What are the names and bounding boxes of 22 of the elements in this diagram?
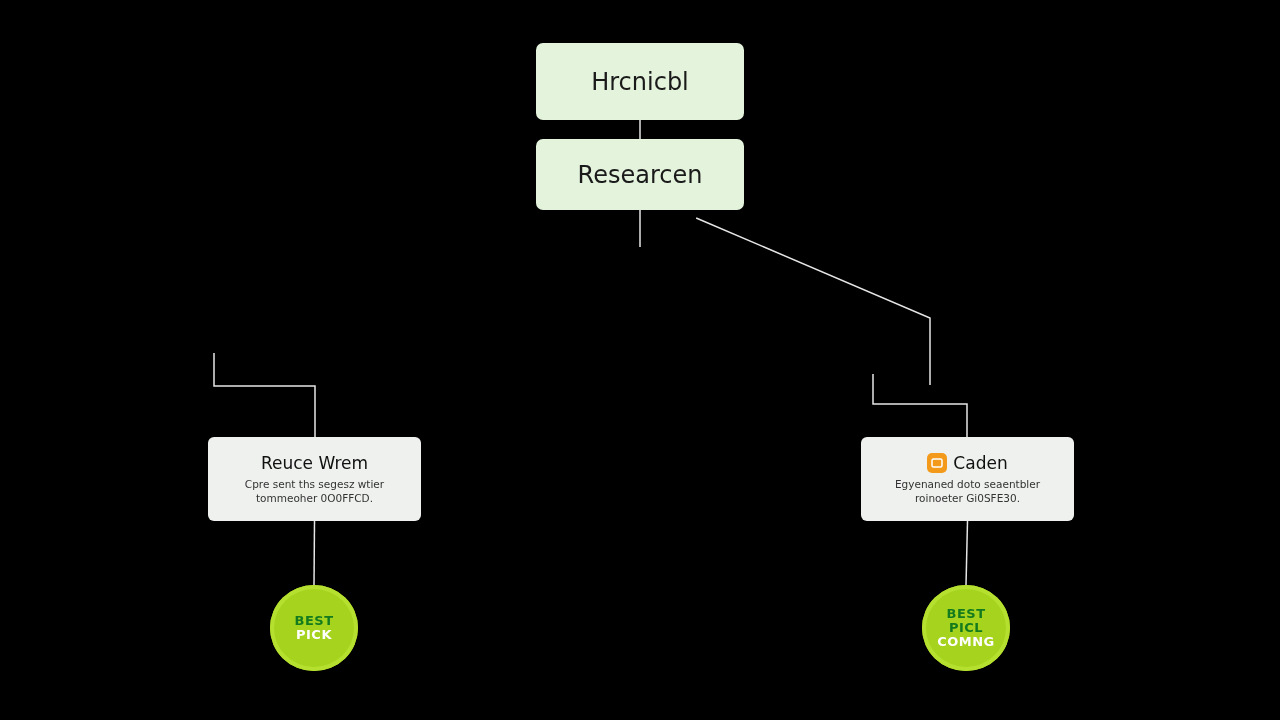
card-title: Reuce Wrem	[260, 453, 369, 474]
badge-text: COMNG	[937, 635, 995, 650]
process-box	[536, 43, 744, 120]
box-label: Hrcnicbl	[591, 67, 689, 96]
info-card	[861, 437, 1074, 521]
badge-text: PICL	[948, 620, 984, 636]
connector-line	[639, 209, 641, 248]
badge-text: PICK	[296, 628, 332, 643]
card-title: Caden	[953, 453, 1008, 474]
connector-line	[872, 373, 968, 438]
connector-line	[313, 520, 316, 586]
info-card	[208, 437, 421, 521]
box-label: Researcen	[577, 160, 703, 189]
connector-line	[695, 217, 931, 386]
badge-text: BEST	[946, 606, 986, 621]
connector-line	[965, 520, 969, 586]
card-description: Egyenaned doto seaentbler roinoeter Gi0SFE30.	[893, 478, 1042, 505]
process-box	[536, 139, 744, 210]
card-description: Cpre sent ths segesz wtier tommeoher 0O0FFCD.	[243, 478, 386, 505]
badge-text: BEST	[294, 613, 334, 628]
connector-line	[213, 352, 316, 438]
connector-line	[639, 119, 641, 140]
